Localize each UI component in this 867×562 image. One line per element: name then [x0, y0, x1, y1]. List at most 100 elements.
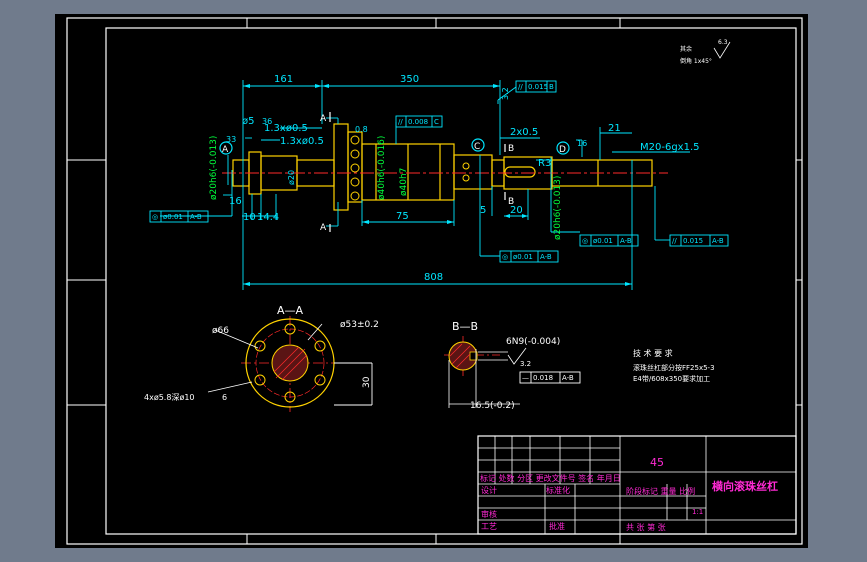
dim-16: 16 — [229, 196, 242, 207]
dim-1-3x0-5-a: 1.3xø0.5 — [264, 123, 308, 134]
dim-20: 20 — [510, 205, 523, 216]
keyway — [504, 166, 536, 178]
aa-holes: 4xø5.8深ø10 — [144, 393, 195, 402]
title-stage: 阶段标记 重量 比例 — [626, 486, 695, 496]
aa-dia66: ø66 — [212, 326, 229, 336]
tolerance-frame-left: ◎ ø0.01 A-B — [149, 210, 209, 223]
dim-350: 350 — [400, 74, 419, 85]
dim-phi5: ø5 — [242, 116, 254, 127]
roughness-symbol — [713, 41, 731, 59]
section-b-bottom: B — [508, 197, 514, 207]
tf-sb-ref: A-B — [562, 374, 574, 382]
title-process: 工艺 — [481, 522, 497, 531]
roughness-value: 6.3 — [718, 39, 728, 46]
section-markers — [219, 112, 570, 232]
aa-dia53: ø53±0.2 — [340, 320, 379, 330]
dim-808: 808 — [424, 272, 443, 283]
title-material: 45 — [650, 456, 664, 469]
dim-dia40h7: ø40h7 — [399, 168, 409, 196]
title-sheets: 共 张 第 张 — [626, 522, 666, 532]
section-bb: B—B 6N9(-0.004) 16.5(-0.2) 3.2 — 0.018 A… — [444, 320, 581, 411]
title-block: 45 横向滚珠丝杠 标记 处数 分区 更改文件号 签名 年月日 设计 标准化 阶… — [477, 435, 797, 535]
dim-dia20-right-journal: ø20 — [287, 170, 296, 185]
dim-0-8: 0.8 — [355, 125, 368, 134]
bb-rough: 3.2 — [520, 360, 531, 368]
tf-rb-sym: // — [672, 237, 677, 245]
outer-frame — [66, 17, 803, 545]
title-drawing-name: 横向滚珠丝杠 — [712, 479, 778, 493]
flange-details — [350, 135, 470, 201]
sheet-ticks — [67, 18, 802, 544]
bb-roughness-symbol — [507, 347, 527, 365]
dim-1-3x0-5-b: 1.3xø0.5 — [280, 136, 324, 147]
dim-thread: M20-6gx1.5 — [640, 142, 700, 153]
tech-line-1: 滚珠丝杠部分按FF25x5-3 — [633, 363, 715, 372]
dim-dia20h6-right: ø20h6(-0.013) — [553, 176, 563, 240]
tf-mid-ref: C — [434, 118, 439, 126]
tf-rb-ref: A-B — [712, 237, 724, 245]
tf-ra-sym: ◎ — [582, 237, 588, 245]
model-space-canvas — [55, 14, 808, 548]
title-standard: 标准化 — [546, 485, 570, 495]
tolerance-frame-right-b: // 0.015 A-B — [669, 234, 729, 247]
dim-161: 161 — [274, 74, 293, 85]
tech-line-2: E4带/608x350要求加工 — [633, 374, 710, 383]
dim-10: 10 — [243, 212, 256, 223]
tf-left-ref: A-B — [190, 213, 202, 221]
aa-dim6: 6 — [222, 393, 227, 402]
aa-dim30: 30 — [362, 376, 372, 388]
section-a-top: A — [320, 114, 327, 124]
tolerance-frame-top-right: // 0.015 B — [515, 80, 557, 93]
dimension-lines — [160, 80, 690, 290]
inner-frame — [105, 27, 797, 535]
dim-2x0-5: 2x0.5 — [510, 127, 538, 138]
dim-5: 5 — [480, 205, 486, 216]
chamfer-note: 倒角 1x45° — [680, 57, 712, 65]
section-a-bottom: A — [320, 223, 327, 233]
bore-hatch-lines — [273, 346, 308, 381]
dim-3-2: 3.2 — [501, 87, 510, 100]
tf-center-ref: A-B — [540, 253, 552, 261]
datum-a: A — [222, 145, 229, 155]
title-review: 审核 — [481, 509, 497, 519]
tf-tr-ref: B — [549, 83, 554, 91]
tf-center-sym: ◎ — [502, 253, 508, 261]
bore-hatched — [271, 344, 309, 382]
tf-ra-val: ø0.01 — [593, 237, 613, 245]
dim-33: 33 — [226, 135, 236, 144]
section-aa: A—A ø66 ø53±0.2 30 4xø5.8深ø10 6 — [144, 304, 379, 412]
tf-rb-val: 0.015 — [683, 237, 703, 245]
dimension-arrows — [243, 84, 632, 286]
tf-ra-ref: A-B — [620, 237, 632, 245]
bolt-holes — [254, 323, 326, 403]
roughness-label: 其余 — [680, 45, 692, 53]
dim-dia20h6-left: ø20h6(-0.013) — [209, 136, 219, 200]
section-bb-title: B—B — [452, 320, 478, 333]
tf-left-sym: ◎ — [152, 213, 158, 221]
roughness-note: 其余 6.3 倒角 1x45° — [680, 39, 731, 65]
dim-14-4: 14.4 — [257, 212, 279, 223]
dim-r3: R3 — [538, 158, 551, 169]
bolt-circle — [255, 328, 325, 398]
bb-depth: 16.5(-0.2) — [470, 401, 515, 411]
tf-tr-sym: // — [518, 83, 523, 91]
title-change-row: 标记 处数 分区 更改文件号 签名 年月日 — [480, 473, 621, 483]
bb-key: 6N9(-0.004) — [506, 337, 560, 347]
title-scale: 1:1 — [692, 508, 703, 516]
tolerance-frame-center: ◎ ø0.01 A-B — [499, 250, 559, 263]
title-approve: 批准 — [549, 521, 565, 531]
dim-36: 36 — [262, 117, 272, 126]
datum-c: C — [474, 142, 480, 152]
keyway-section — [469, 351, 478, 361]
tolerance-frame-section-b: — 0.018 A-B — [519, 371, 581, 384]
tf-sb-sym: — — [522, 374, 529, 382]
section-b-top: B — [508, 144, 514, 154]
dim-16b: 16 — [577, 139, 587, 148]
tech-title: 技 术 要 求 — [633, 348, 673, 358]
tf-mid-sym: // — [398, 118, 403, 126]
title-design: 设计 — [481, 485, 497, 495]
tolerance-frame-mid: // 0.008 C — [395, 115, 443, 128]
datum-d: D — [559, 145, 566, 155]
tech-requirements: 技 术 要 求 滚珠丝杠部分按FF25x5-3 E4带/608x350要求加工 — [633, 348, 715, 383]
